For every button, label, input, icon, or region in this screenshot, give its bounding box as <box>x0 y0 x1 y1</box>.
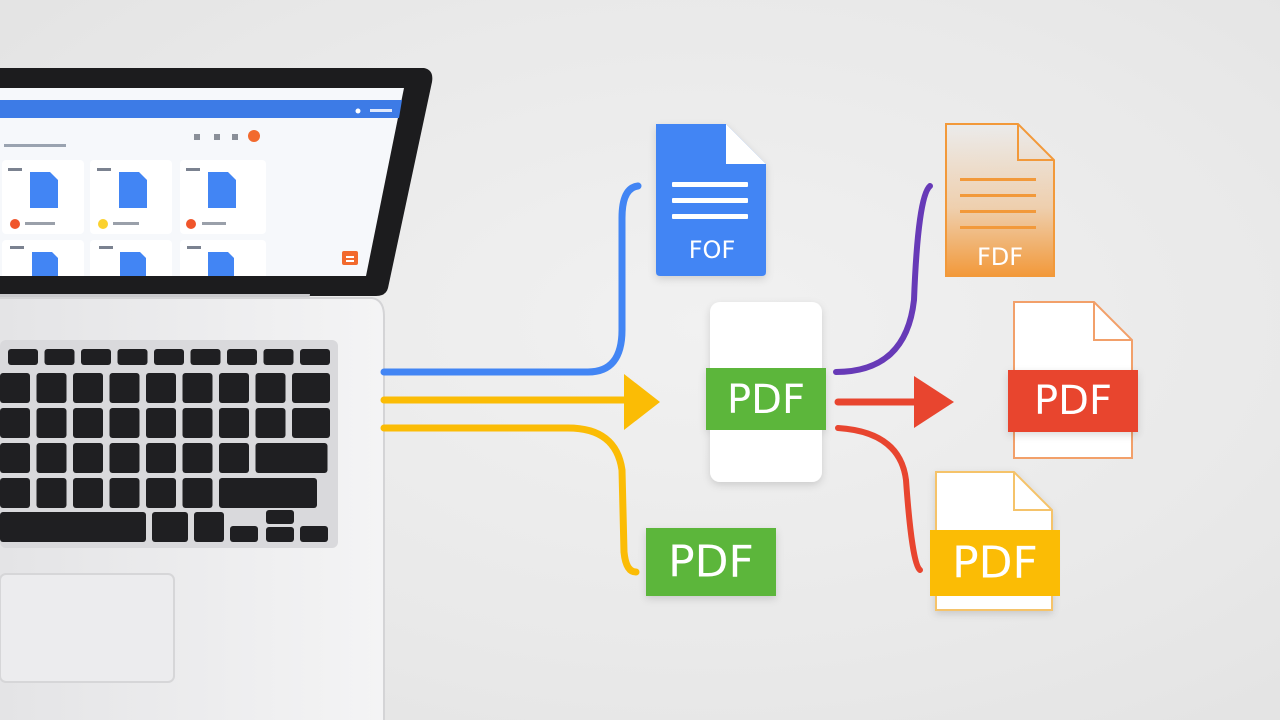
keyboard-key <box>0 373 30 403</box>
laptop <box>0 68 433 720</box>
keyboard-key <box>194 512 224 542</box>
keyboard-key <box>266 527 294 542</box>
toolbar-icon <box>232 134 238 140</box>
keyboard-key <box>109 478 140 508</box>
orange-file-icon: FDF <box>945 123 1055 277</box>
keyboard-key <box>182 478 213 508</box>
keyboard-key <box>255 373 286 403</box>
blue-line <box>380 182 642 376</box>
red-pdf-file-icon: PDF <box>1008 301 1138 459</box>
keyboard-key <box>292 408 330 438</box>
arrow-right-icon <box>624 374 660 430</box>
center-pdf-label: PDF <box>727 377 805 423</box>
keyboard-key <box>117 349 148 365</box>
keyboard-key <box>0 443 30 473</box>
keyboard-key <box>152 512 188 542</box>
arrow-right-icon <box>914 376 954 428</box>
green-pdf-badge: PDF <box>646 528 776 596</box>
keyboard-key <box>73 373 103 403</box>
keyboard-key <box>146 443 176 473</box>
keyboard-key <box>73 408 103 438</box>
keyboard-key <box>292 373 330 403</box>
keyboard-key <box>182 373 213 403</box>
yellow-pdf-file-icon: PDF <box>930 471 1060 611</box>
keyboard-key <box>8 349 38 365</box>
keyboard-key <box>146 408 176 438</box>
keyboard-key <box>219 373 249 403</box>
red-pdf-label: PDF <box>1034 378 1112 424</box>
keyboard-key <box>146 478 176 508</box>
yellow-pdf-badge <box>930 530 1060 596</box>
center-pdf-card: PDF <box>706 302 826 482</box>
red-pdf-badge <box>1008 370 1138 432</box>
keyboard-key <box>219 443 249 473</box>
red-branch-line <box>835 425 923 573</box>
toolbar-icon <box>194 134 200 140</box>
keyboard-key <box>73 443 103 473</box>
keyboard-key <box>255 408 286 438</box>
purple-line <box>833 183 933 375</box>
keyboard-key <box>300 349 330 365</box>
keyboard-key <box>81 349 111 365</box>
keyboard-key <box>266 510 294 524</box>
keyboard-key <box>146 373 176 403</box>
keyboard-key <box>109 408 140 438</box>
trackpad <box>0 573 175 683</box>
doc-icon <box>208 172 236 208</box>
keyboard-key <box>190 349 221 365</box>
keyboard-key <box>182 408 213 438</box>
orange-file-label: FDF <box>977 243 1023 271</box>
keyboard-key <box>227 349 257 365</box>
file-grid <box>2 160 266 280</box>
keyboard-key <box>36 408 67 438</box>
yellow-branch-line <box>380 424 640 576</box>
keyboard-key <box>255 443 328 473</box>
keyboard-key <box>36 478 67 508</box>
docs-icon-label: FOF <box>689 236 736 264</box>
header-dot-icon <box>355 108 361 114</box>
keyboard-key <box>219 408 249 438</box>
keyboard-key <box>44 349 75 365</box>
doc-icon <box>30 172 58 208</box>
keyboard-key <box>182 443 213 473</box>
app-header <box>0 100 402 118</box>
keyboard-key <box>109 443 140 473</box>
keyboard-key <box>263 349 294 365</box>
keyboard-key <box>0 478 30 508</box>
header-field <box>370 109 392 112</box>
keyboard-key <box>219 478 317 508</box>
google-docs-icon: FOF <box>656 124 766 276</box>
keyboard-key <box>73 478 103 508</box>
keyboard-key <box>230 526 258 542</box>
center-pdf-badge <box>706 368 826 430</box>
keyboard-key <box>154 349 184 365</box>
keyboard-key <box>36 443 67 473</box>
yellow-pdf-label: PDF <box>952 538 1038 589</box>
toolbar-path <box>4 144 66 147</box>
keyboard-key <box>300 526 328 542</box>
keyboard-key <box>36 373 67 403</box>
keyboard-key <box>0 512 146 542</box>
keyboard <box>0 349 330 542</box>
avatar <box>248 130 260 142</box>
connectors <box>380 182 933 576</box>
keyboard-key <box>109 373 140 403</box>
keyboard-key <box>0 408 30 438</box>
doc-icon <box>119 172 147 208</box>
toolbar-icon <box>214 134 220 140</box>
green-pdf-label: PDF <box>668 537 754 588</box>
